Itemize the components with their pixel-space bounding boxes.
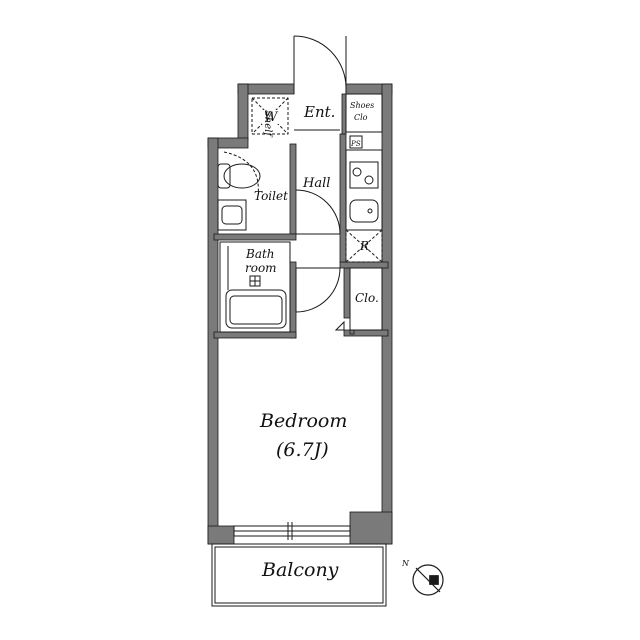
compass-icon	[412, 564, 444, 596]
toilet-label: Toilet	[254, 189, 288, 203]
bath-label-2: room	[245, 261, 277, 275]
shoes-closet-label: Shoes	[350, 101, 374, 110]
hall-label: Hall	[302, 176, 330, 191]
compass-north-label: N	[401, 559, 410, 568]
shoes-closet	[345, 93, 383, 149]
balcony	[211, 543, 387, 607]
closet	[349, 267, 383, 331]
entrance-label: Ent.	[303, 103, 335, 121]
refrigerator-label: R	[359, 239, 369, 253]
washer-area	[251, 97, 289, 135]
bedroom-door	[295, 267, 345, 331]
walls	[207, 83, 393, 545]
bath-label: Bath	[245, 247, 275, 261]
bath-fixture	[219, 241, 291, 333]
bedroom-label: Bedroom	[259, 410, 347, 432]
closet-label: Clo.	[355, 291, 379, 305]
ps-label: PS	[350, 140, 361, 148]
entrance-door	[293, 35, 347, 131]
shelf-label: Shelf	[262, 110, 273, 138]
kitchen	[345, 149, 383, 263]
shoes-closet-label-2: Clo	[354, 113, 368, 122]
washer-label: W	[264, 110, 279, 125]
toilet-fixture	[217, 151, 261, 231]
room-labels: Ent. Shoes Clo W Shelf PS Toilet Hall R …	[245, 101, 410, 581]
window	[233, 522, 351, 540]
toilet-door	[295, 189, 341, 235]
balcony-label: Balcony	[261, 559, 339, 581]
bedroom-size-label: (6.7J)	[276, 439, 329, 461]
